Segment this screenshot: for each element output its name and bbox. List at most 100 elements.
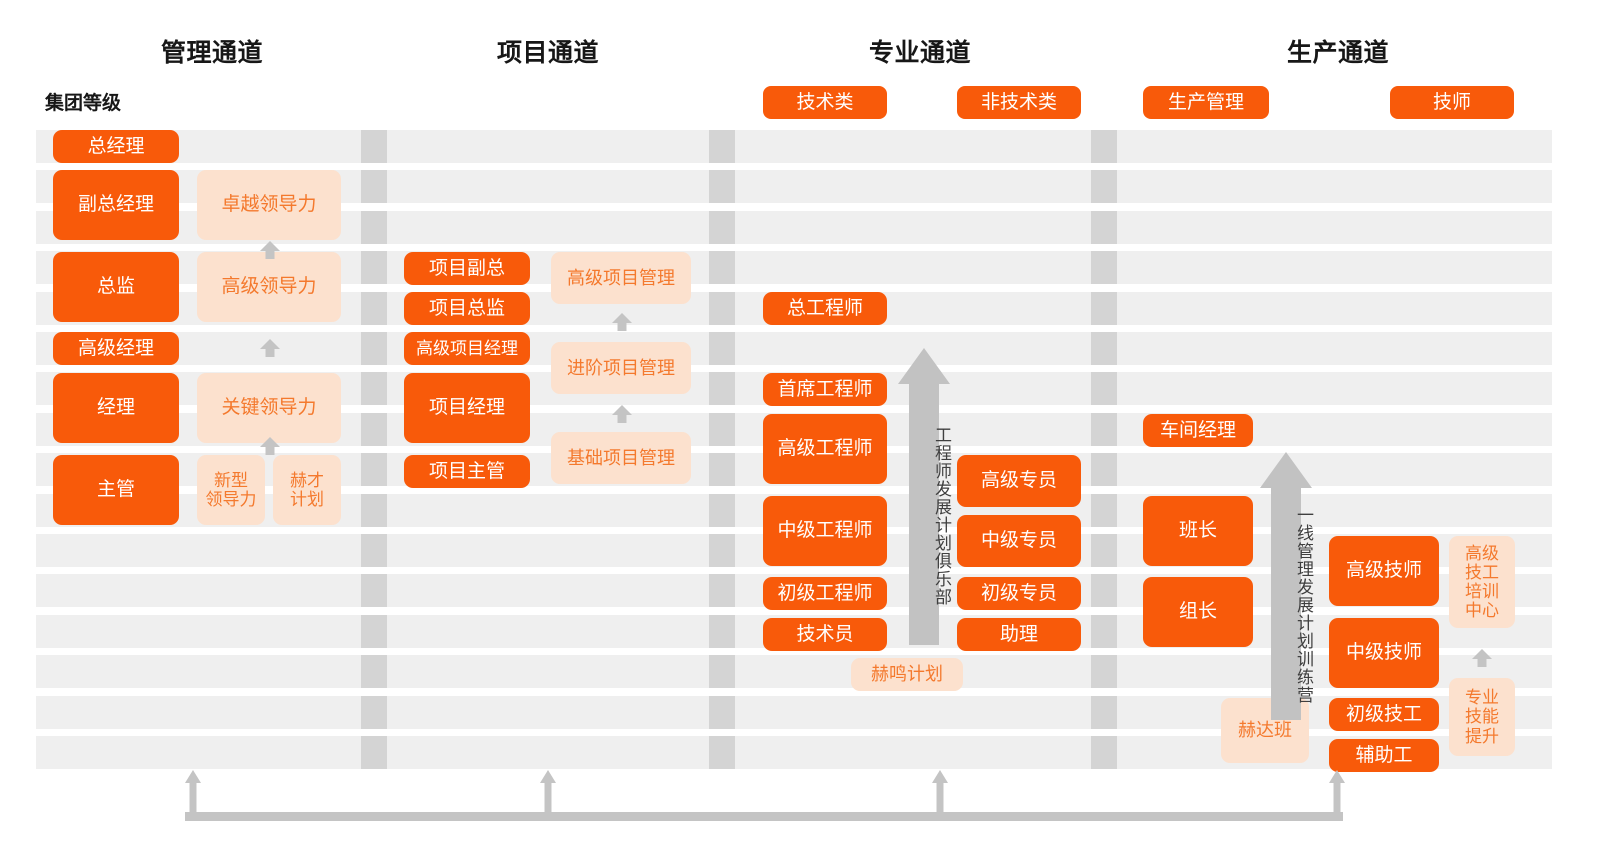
category-pill[interactable]: 生产管理 xyxy=(1143,86,1269,119)
program-box[interactable]: 高级项目管理 xyxy=(551,252,691,304)
grid-separator-cell xyxy=(709,210,735,244)
category-pill[interactable]: 技术类 xyxy=(763,86,887,119)
grid-separator-cell xyxy=(1091,412,1117,446)
position-box-management[interactable]: 经理 xyxy=(53,373,179,443)
grid-row-cell xyxy=(735,332,1091,365)
program-box[interactable]: 基础项目管理 xyxy=(551,432,691,484)
position-box-profession[interactable]: 高级专员 xyxy=(957,455,1081,507)
channel-title-project: 项目通道 xyxy=(496,39,600,67)
grid-row-cell xyxy=(36,736,361,769)
grid-separator-cell xyxy=(709,453,735,487)
grid-row-cell xyxy=(1117,210,1552,244)
connector-up-arrow-icon xyxy=(932,770,948,821)
grid-row-cell xyxy=(387,574,709,608)
channel-title-profession: 专业通道 xyxy=(868,39,972,67)
position-box-management[interactable]: 高级经理 xyxy=(53,332,179,365)
grid-row-cell xyxy=(387,736,709,769)
grid-separator-cell xyxy=(361,291,387,325)
position-box-production[interactable]: 班长 xyxy=(1143,496,1253,566)
position-box-profession[interactable]: 首席工程师 xyxy=(763,373,887,406)
position-box-profession[interactable]: 中级工程师 xyxy=(763,496,887,566)
position-box-project[interactable]: 项目总监 xyxy=(404,292,530,325)
up-arrow-icon xyxy=(611,404,633,424)
position-box-profession[interactable]: 初级工程师 xyxy=(763,577,887,610)
position-box-project[interactable]: 高级项目经理 xyxy=(404,332,530,365)
grid-separator-cell xyxy=(361,736,387,769)
grid-separator-cell xyxy=(361,372,387,406)
grid-separator-cell xyxy=(1091,130,1117,163)
category-pill[interactable]: 非技术类 xyxy=(957,86,1081,119)
position-box-profession[interactable]: 技术员 xyxy=(763,618,887,651)
position-box-profession[interactable]: 助理 xyxy=(957,618,1081,651)
program-box[interactable]: 新型 领导力 xyxy=(197,455,265,525)
program-box[interactable]: 卓越领导力 xyxy=(197,170,341,240)
grid-row-cell xyxy=(1117,453,1552,487)
grid-row-cell xyxy=(735,736,1091,769)
position-box-production[interactable]: 中级技师 xyxy=(1329,618,1439,688)
grid-separator-cell xyxy=(1091,453,1117,487)
grid-row-cell xyxy=(36,614,361,648)
position-box-profession[interactable]: 总工程师 xyxy=(763,292,887,325)
grid-row-cell xyxy=(387,130,709,163)
position-box-profession[interactable]: 高级工程师 xyxy=(763,414,887,484)
grid-separator-cell xyxy=(1091,210,1117,244)
grid-separator-cell xyxy=(1091,291,1117,325)
grid-row-cell xyxy=(735,130,1091,163)
program-box[interactable]: 高级领导力 xyxy=(197,252,341,322)
position-box-management[interactable]: 主管 xyxy=(53,455,179,525)
position-box-management[interactable]: 总监 xyxy=(53,252,179,322)
frontline-management-camp: 一线管理发展计划训练营 xyxy=(1260,452,1313,720)
channel-title-management: 管理通道 xyxy=(160,39,264,67)
grid-separator-cell xyxy=(709,291,735,325)
position-box-management[interactable]: 总经理 xyxy=(53,130,179,163)
up-arrow-icon xyxy=(259,240,281,260)
grid-separator-cell xyxy=(1091,372,1117,406)
program-box[interactable]: 关键领导力 xyxy=(197,373,341,443)
position-box-management[interactable]: 副总经理 xyxy=(53,170,179,240)
grid-row-cell xyxy=(1117,251,1552,285)
grid-separator-cell xyxy=(361,453,387,487)
grid-row-cell xyxy=(735,695,1091,729)
grid-separator-cell xyxy=(709,534,735,567)
program-box[interactable]: 赫鸣计划 xyxy=(851,658,963,691)
position-box-production[interactable]: 组长 xyxy=(1143,577,1253,647)
position-box-production[interactable]: 辅助工 xyxy=(1329,739,1439,772)
position-box-production[interactable]: 高级技师 xyxy=(1329,536,1439,606)
position-box-production[interactable]: 初级技工 xyxy=(1329,698,1439,731)
grid-row-cell xyxy=(1117,291,1552,325)
category-pill[interactable]: 技师 xyxy=(1390,86,1514,119)
grid-separator-cell xyxy=(1091,655,1117,689)
position-box-profession[interactable]: 中级专员 xyxy=(957,515,1081,567)
position-box-profession[interactable]: 初级专员 xyxy=(957,577,1081,610)
position-box-production[interactable]: 车间经理 xyxy=(1143,414,1253,447)
program-box[interactable]: 赫才 计划 xyxy=(273,455,341,525)
program-box[interactable]: 专业 技能 提升 xyxy=(1449,678,1515,756)
engineer-development-club: 工程师发展计划俱乐部 xyxy=(898,348,951,645)
grid-row-cell xyxy=(387,695,709,729)
connector-bar xyxy=(185,812,1343,821)
grid-separator-cell xyxy=(1091,614,1117,648)
position-box-project[interactable]: 项目主管 xyxy=(404,455,530,488)
position-box-project[interactable]: 项目经理 xyxy=(404,373,530,443)
program-box[interactable]: 高级 技工 培训 中心 xyxy=(1449,536,1515,628)
grid-separator-cell xyxy=(709,130,735,163)
grid-separator-cell xyxy=(709,736,735,769)
grid-row-cell xyxy=(387,210,709,244)
grid-row-cell xyxy=(735,170,1091,204)
grid-separator-cell xyxy=(1091,332,1117,365)
grid-separator-cell xyxy=(709,170,735,204)
grid-separator-cell xyxy=(361,332,387,365)
grid-row-cell xyxy=(36,534,361,567)
position-box-project[interactable]: 项目副总 xyxy=(404,252,530,285)
program-box[interactable]: 进阶项目管理 xyxy=(551,342,691,394)
up-arrow-icon xyxy=(259,436,281,456)
grid-separator-cell xyxy=(361,412,387,446)
grid-row-cell xyxy=(1117,130,1552,163)
grid-separator-cell xyxy=(709,614,735,648)
grid-row-cell xyxy=(1117,170,1552,204)
channel-title-production: 生产通道 xyxy=(1286,39,1390,67)
grid-separator-cell xyxy=(709,251,735,285)
grid-separator-cell xyxy=(1091,574,1117,608)
grid-separator-cell xyxy=(709,493,735,527)
grid-separator-cell xyxy=(1091,170,1117,204)
